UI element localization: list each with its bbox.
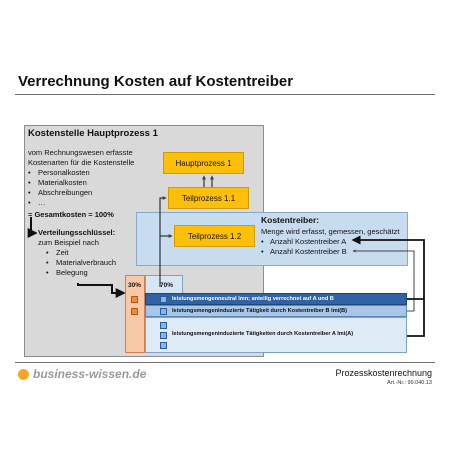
intro-line-2: Kostenarten für die Kostenstelle: [28, 158, 135, 167]
band-lmi-b-label: leistungsmengeninduzierte Tätigkeit durc…: [172, 308, 347, 314]
band-lmi-a-label: leistungsmengeninduzierte Tätigkeiten du…: [172, 331, 354, 337]
hauptprozess-label: Hauptprozess 1: [175, 158, 232, 168]
bullet-dot: •: [28, 178, 31, 187]
footer-logo: business-wissen.de: [33, 367, 147, 381]
key-item: Zeit: [56, 248, 69, 257]
kostenstelle-heading: Kostenstelle Hauptprozess 1: [28, 128, 158, 139]
bullet-item: Materialkosten: [38, 178, 87, 187]
key-item: Materialverbrauch: [56, 258, 117, 267]
bullet-dot: •: [46, 268, 49, 277]
bullet-item: Abschreibungen: [38, 188, 93, 197]
teilprozess-11-box: Teilprozess 1.1: [168, 187, 249, 209]
blue-marker: [160, 296, 167, 303]
kostentreiber-desc: Menge wird erfasst, gemessen, geschätzt: [261, 227, 400, 236]
bullet-item: …: [38, 198, 46, 207]
teilprozess-12-box: Teilprozess 1.2: [174, 225, 255, 247]
process-hierarchy-arrows: [159, 175, 214, 287]
intro-line-1: vom Rechnungswesen erfasste: [28, 148, 133, 157]
bullet-dot: •: [46, 248, 49, 257]
bullet-item: Personalkosten: [38, 168, 90, 177]
kostentreiber-item-a: Anzahl Kostentreiber A: [270, 237, 347, 246]
bullet-dot: •: [28, 198, 31, 207]
orange-marker: [131, 308, 138, 315]
bullet-dot: •: [261, 237, 264, 246]
bullet-dot: •: [261, 247, 264, 256]
kostentreiber-heading: Kostentreiber:: [261, 215, 320, 225]
footer-article-number: Art.-Nr.: 99.040.13: [387, 380, 432, 386]
blue-marker: [160, 332, 167, 339]
percent-70-label: 70%: [160, 282, 174, 289]
blue-marker: [160, 322, 167, 329]
bullet-dot: •: [28, 168, 31, 177]
kostentreiber-feedback-arrows: [351, 235, 425, 337]
teilprozess-11-label: Teilprozess 1.1: [181, 193, 236, 203]
bullet-dot: •: [28, 188, 31, 197]
key-sub-line: zum Beispiel nach: [38, 238, 99, 247]
teilprozess-12-label: Teilprozess 1.2: [187, 231, 242, 241]
kostentreiber-item-b: Anzahl Kostentreiber B: [270, 247, 347, 256]
footer-topic: Prozesskostenrechnung: [335, 368, 432, 378]
orange-marker: [131, 296, 138, 303]
logo-dot-icon: [18, 369, 29, 380]
band-lmn-label: leistungsmengenneutral lmn; anteilig ver…: [172, 296, 334, 302]
blue-marker: [160, 308, 167, 315]
key-item: Belegung: [56, 268, 88, 277]
band-lmi-a: [145, 317, 407, 353]
band-lmn: [145, 293, 407, 305]
footer-divider: [15, 362, 435, 363]
belegung-to-30pct-arrow: [77, 283, 126, 298]
gesamtkosten-label: = Gesamtkosten = 100%: [28, 210, 114, 219]
percent-30-label: 30%: [128, 282, 142, 289]
header-divider: [15, 94, 435, 95]
blue-marker: [160, 342, 167, 349]
gesamtkosten-to-verteilung-arrow: [27, 217, 38, 238]
band-lmi-b: [145, 305, 407, 317]
hauptprozess-box: Hauptprozess 1: [163, 152, 244, 174]
bullet-dot: •: [46, 258, 49, 267]
verteilungsschluessel-label: Verteilungsschlüssel:: [38, 228, 116, 237]
page-title: Verrechnung Kosten auf Kostentreiber: [18, 73, 294, 90]
